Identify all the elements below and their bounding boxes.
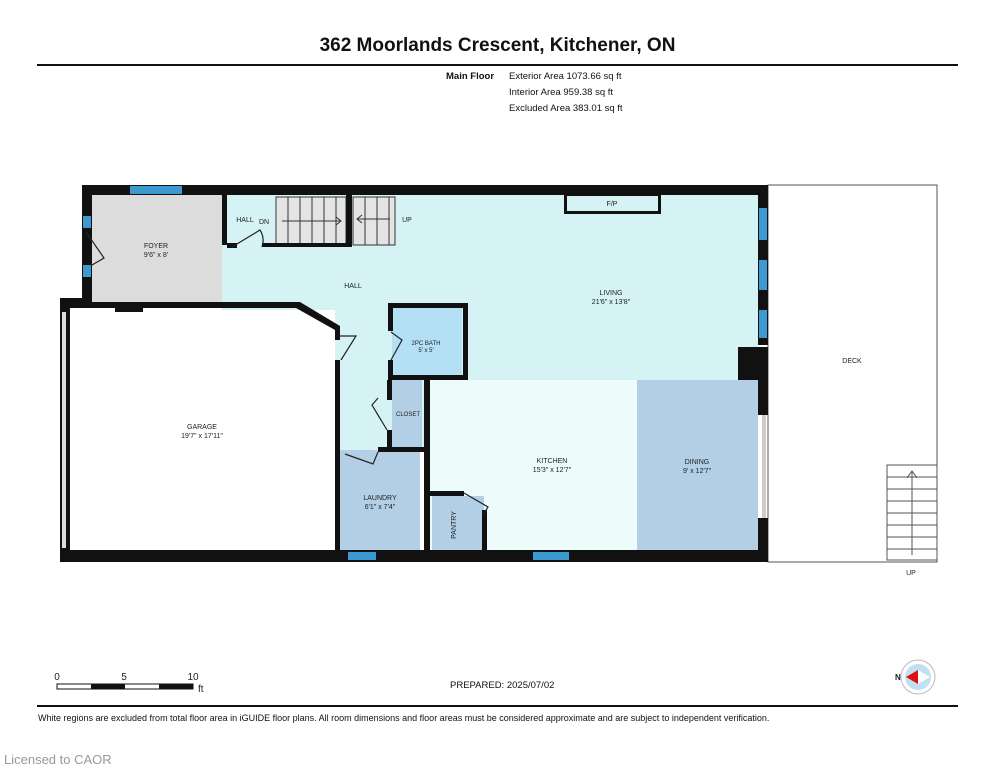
north-compass-icon: N (895, 659, 936, 695)
scale-tick-0: 0 (54, 672, 60, 683)
laundry-room (340, 450, 420, 550)
garage-dims: 19'7" x 17'11" (181, 433, 223, 440)
exterior-area: Exterior Area 1073.66 sq ft (509, 71, 622, 82)
stairs-down-label: DN (259, 219, 269, 226)
interior-stairs-up (352, 196, 396, 246)
disclaimer: White regions are excluded from total fl… (38, 713, 770, 723)
north-label: N (895, 673, 901, 682)
deck-stairs-label: UP (906, 570, 916, 577)
foyer-room (92, 195, 222, 302)
excluded-area: Excluded Area 383.01 sq ft (509, 103, 623, 114)
deck-label: DECK (842, 358, 862, 365)
deck-stairs (886, 464, 938, 561)
bath-label: 2PC BATH (412, 341, 441, 347)
windows (83, 186, 767, 560)
garage-door (62, 312, 66, 548)
laundry-dims: 6'1" x 7'4" (365, 504, 396, 511)
hall-label: HALL (344, 283, 362, 290)
kitchen-label: KITCHEN (537, 458, 568, 465)
prepared-date: PREPARED: 2025/07/02 (450, 680, 555, 691)
bath-dims: 5' x 5' (418, 348, 433, 354)
dining-room (637, 380, 758, 550)
laundry-label: LAUNDRY (363, 495, 397, 502)
scale-tick-10: 10 (187, 672, 199, 683)
dining-dims: 9' x 12'7" (683, 468, 712, 475)
footer-divider (37, 705, 958, 707)
living-label: LIVING (600, 290, 623, 297)
pantry-room (432, 496, 484, 550)
floor-name: Main Floor (446, 71, 495, 82)
closet-label: CLOSET (396, 412, 420, 418)
garage-room (70, 310, 335, 550)
garage-label: GARAGE (187, 424, 217, 431)
scale-tick-5: 5 (121, 672, 127, 683)
scale-bar: 0 5 10 ft (54, 672, 204, 695)
interior-stairs-down (275, 196, 347, 246)
bath-room (392, 308, 462, 375)
foyer-dims: 9'6" x 8' (144, 252, 168, 259)
stairs-up-label: UP (402, 217, 412, 224)
page-title: 362 Moorlands Crescent, Kitchener, ON (319, 35, 676, 56)
closet-room (392, 380, 422, 447)
door-swings (85, 229, 489, 516)
license-watermark: Licensed to CAOR (4, 752, 112, 767)
title-divider (37, 64, 958, 66)
scale-unit: ft (198, 684, 204, 695)
interior-area: Interior Area 959.38 sq ft (509, 87, 614, 98)
kitchen-dims: 15'3" x 12'7" (533, 467, 572, 474)
patio-door (762, 415, 766, 518)
foyer-label: FOYER (144, 243, 168, 250)
living-dims: 21'6" x 13'8" (592, 299, 631, 306)
small-hall-label: HALL (236, 217, 254, 224)
dining-label: DINING (685, 459, 710, 466)
pantry-label: PANTRY (451, 511, 458, 539)
fireplace-label: F/P (607, 201, 618, 208)
